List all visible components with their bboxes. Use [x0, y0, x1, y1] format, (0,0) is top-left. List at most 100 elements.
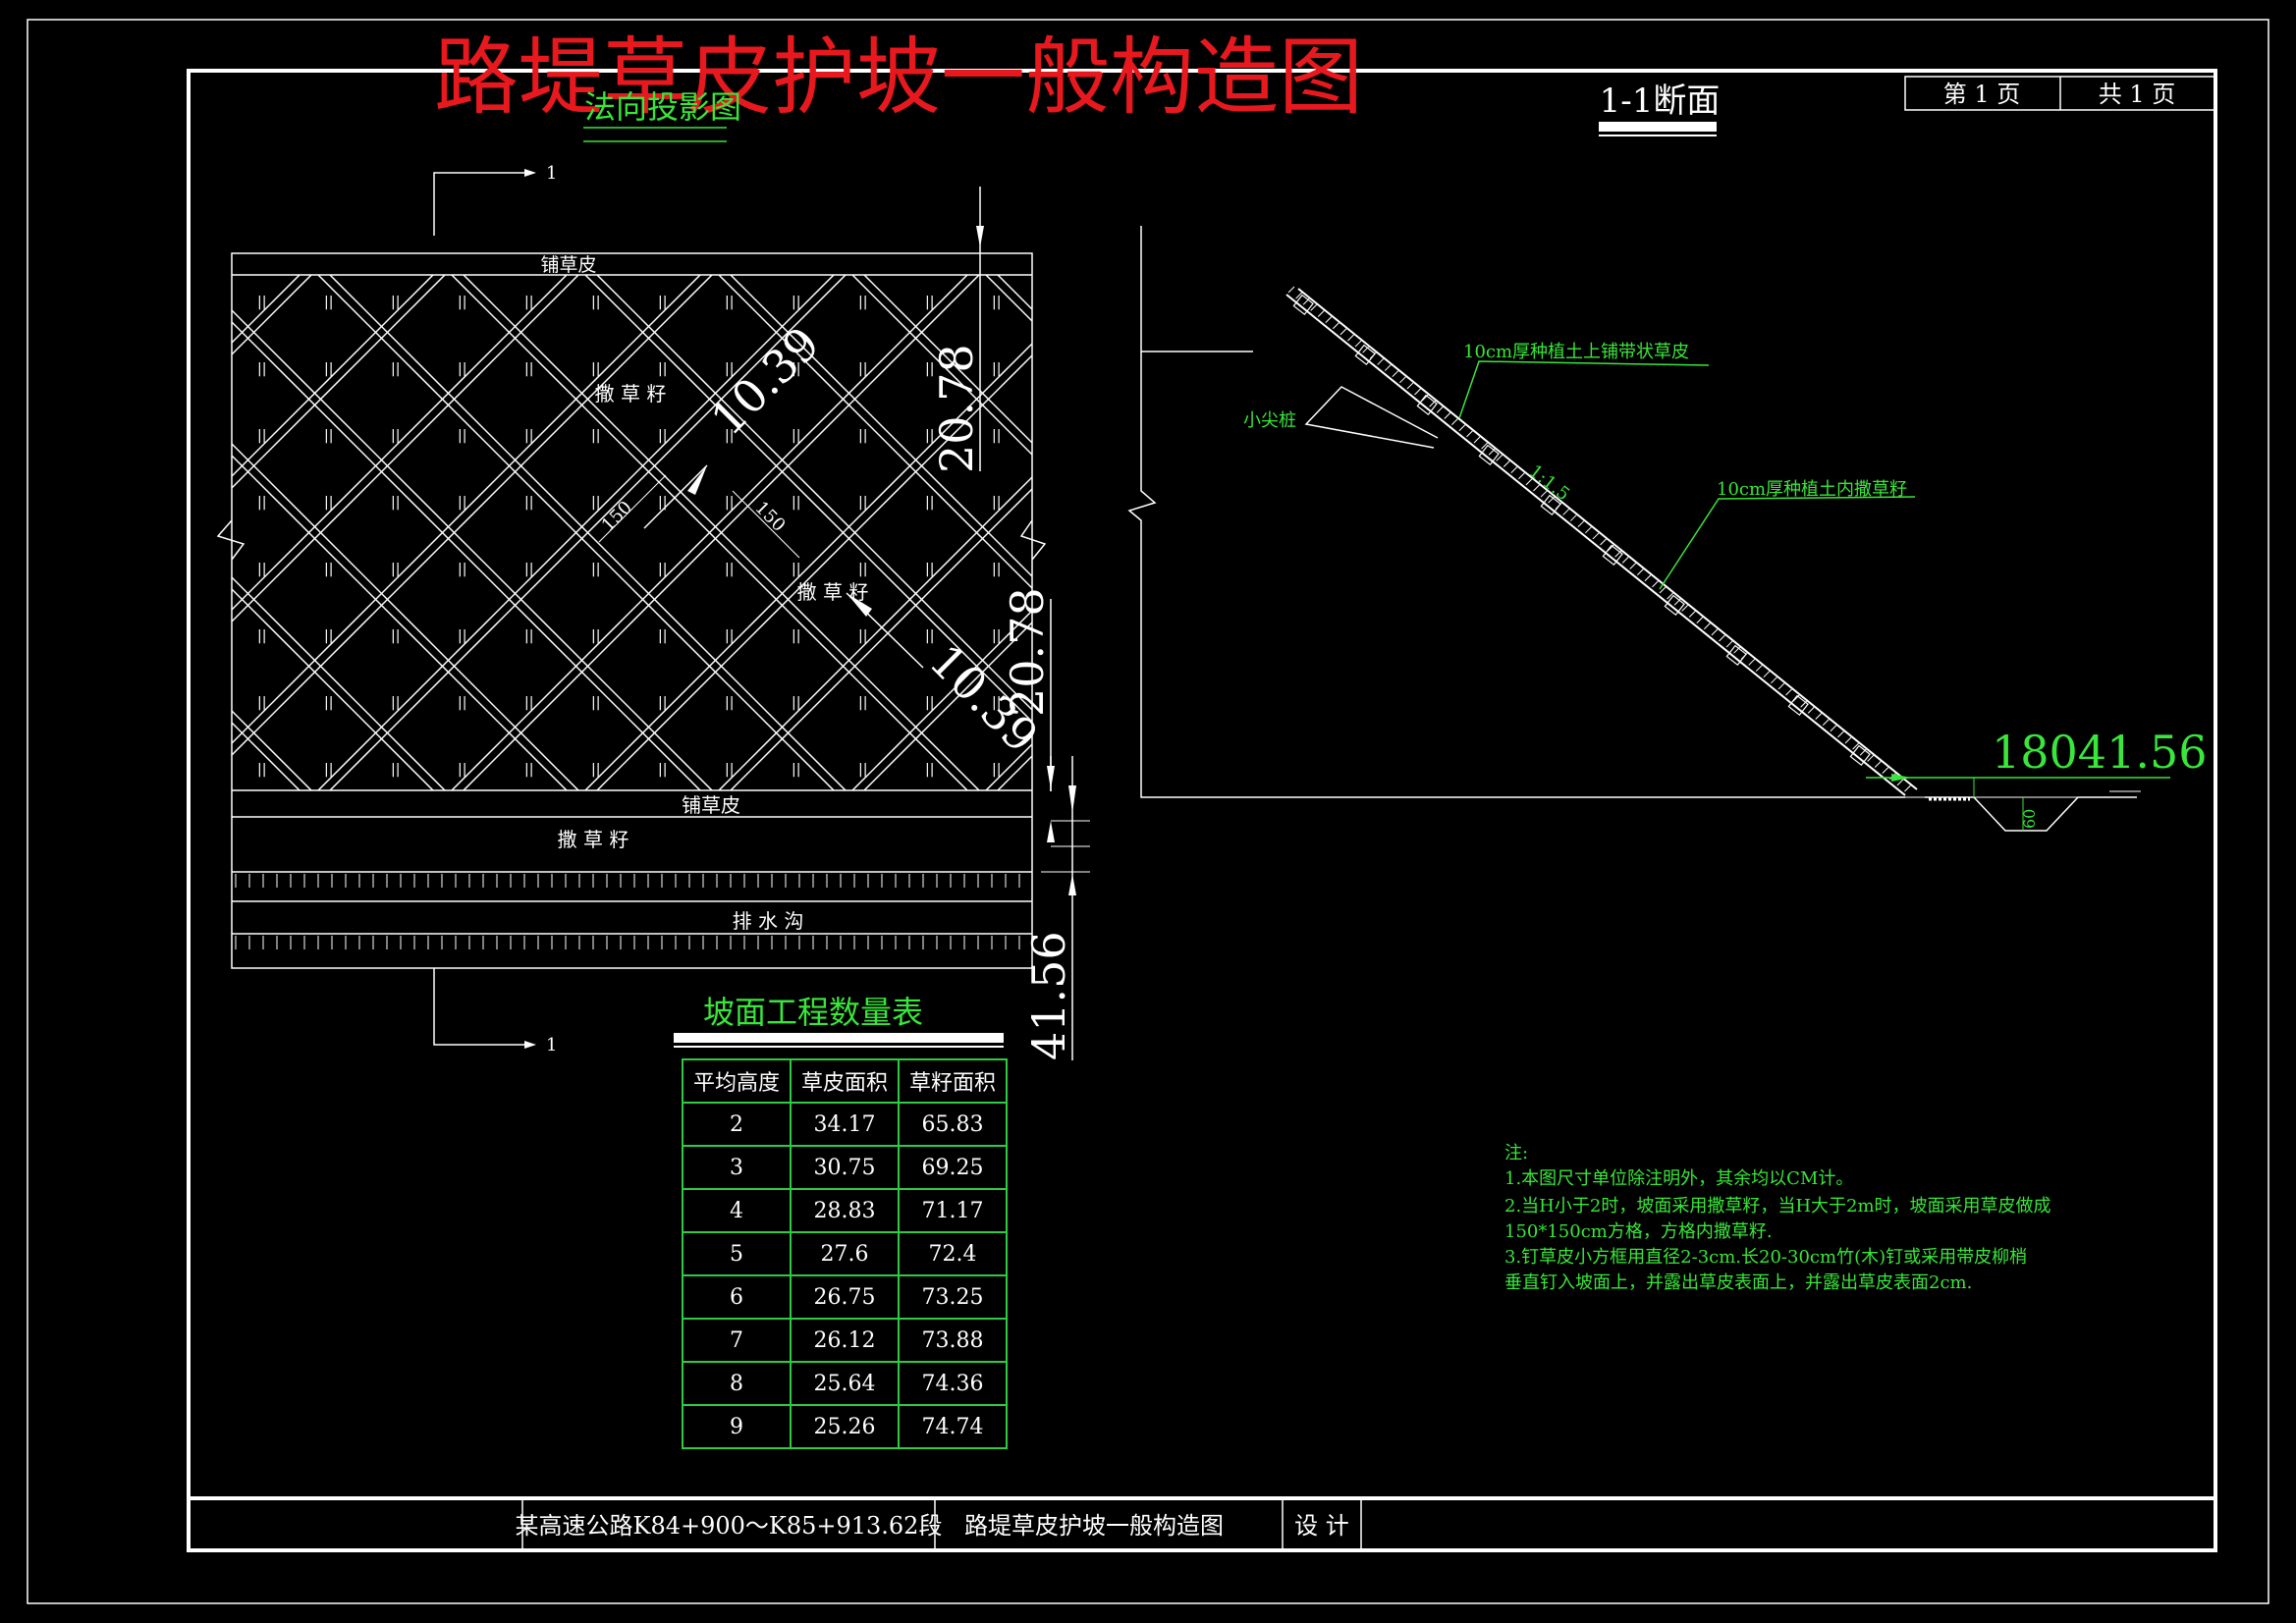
note-line-3: 150*150cm方格，方格内撒草籽.	[1504, 1221, 1773, 1242]
seed-mark: ||	[658, 628, 667, 644]
hatch-line	[1533, 484, 1540, 492]
outer-frame	[27, 19, 2269, 1604]
seed-mark: ||	[925, 361, 934, 377]
seed-mark: ||	[257, 695, 266, 711]
seed-mark: ||	[658, 428, 667, 444]
hatch-line	[1392, 370, 1399, 378]
hatch-line	[1562, 509, 1570, 515]
cell: 73.88	[898, 1318, 1008, 1363]
cell: 73.25	[898, 1274, 1008, 1320]
lattice-strip	[718, 475, 1032, 790]
hatch-line	[1473, 436, 1481, 444]
seed-mark: ||	[725, 762, 734, 778]
seed-mark: ||	[458, 762, 466, 778]
inner-frame	[187, 69, 2217, 1552]
seed-mark: ||	[458, 361, 466, 377]
seed-mark: ||	[524, 295, 533, 310]
lattice-strip	[317, 275, 835, 790]
lattice-strip	[1787, 275, 2296, 790]
stake	[1787, 694, 1809, 717]
hatch-line	[1652, 580, 1659, 588]
dim-bottom: 41.56	[1022, 931, 1075, 1060]
hatch-line	[1904, 784, 1911, 792]
cell: 72.4	[898, 1231, 1008, 1276]
hatch-line	[1384, 364, 1392, 371]
seed-mark: ||	[458, 428, 466, 444]
seed-mark: ||	[458, 495, 466, 511]
stake	[1664, 594, 1685, 617]
seed-mark: ||	[257, 562, 266, 577]
seed-mark: ||	[992, 295, 1001, 310]
cell: 27.6	[790, 1231, 900, 1276]
hatch-line	[1777, 682, 1785, 690]
seed-mark: ||	[324, 361, 333, 377]
seed-mark: ||	[391, 762, 400, 778]
design-label: 设 计	[1294, 1512, 1349, 1540]
cell: 2	[682, 1102, 792, 1147]
seed-mark: ||	[858, 695, 867, 711]
hatch-line	[1874, 761, 1882, 768]
hatch-line	[1466, 430, 1473, 438]
seed-mark: ||	[391, 495, 400, 511]
lattice-strip	[0, 275, 44, 790]
seed-mark: ||	[858, 495, 867, 511]
lattice-strip	[997, 275, 1032, 311]
seed-mark: ||	[257, 428, 266, 444]
hatch-line	[1399, 376, 1406, 384]
lattice-strip	[863, 621, 1032, 790]
lattice-strip	[232, 575, 446, 790]
cell: 74.36	[898, 1361, 1008, 1406]
note-line-5: 垂直钉入坡面上，并露出草皮表面上，并露出草皮表面2cm.	[1504, 1272, 1972, 1293]
seed-mark: ||	[391, 295, 400, 310]
seed-mark: ||	[524, 762, 533, 778]
note-line-1: 1.本图尺寸单位除注明外，其余均以CM计。	[1504, 1168, 1853, 1189]
slope-hatching	[1287, 286, 1911, 792]
seed-mark: ||	[725, 562, 734, 577]
cell: 26.12	[790, 1318, 900, 1363]
seed-mark: ||	[858, 628, 867, 644]
section-view: 1-1断面 60 10cm厚种植土上铺带状草皮 小尖桩 1:1.5 10cm厚种…	[1127, 81, 2208, 832]
seed-mark: ||	[524, 695, 533, 711]
seed-mark: ||	[591, 562, 600, 577]
lattice-strip	[851, 609, 1032, 790]
seed-mark: ||	[925, 628, 934, 644]
header-seed-area: 草籽面积	[898, 1058, 1008, 1104]
lattice-strip	[851, 275, 1032, 457]
header-sod-area: 草皮面积	[790, 1058, 900, 1104]
stakes	[1292, 294, 1871, 767]
lattice-strip	[1654, 275, 2169, 790]
label-ditch: 排 水 沟	[733, 909, 804, 933]
hatch-line	[1295, 292, 1302, 299]
seed-mark: ||	[792, 562, 800, 577]
cell: 8	[682, 1361, 792, 1406]
cell: 25.26	[790, 1404, 900, 1449]
seed-mark: ||	[792, 361, 800, 377]
seed-mark: ||	[658, 762, 667, 778]
seed-mark: ||	[792, 295, 800, 310]
seed-mark: ||	[658, 495, 667, 511]
hatch-line	[1333, 322, 1339, 330]
seed-mark: ||	[391, 628, 400, 644]
ruler-ticks-lower	[235, 936, 1020, 949]
section-dim: 18041.56	[1992, 726, 2208, 779]
seed-mark: ||	[391, 428, 400, 444]
hatch-line	[1503, 460, 1510, 467]
hatch-line	[1577, 520, 1585, 528]
dim-height-1: 20.78	[930, 344, 983, 473]
hatch-line	[1496, 455, 1503, 461]
cell: 74.74	[898, 1404, 1008, 1449]
lattice-strip	[1799, 275, 2296, 790]
dim-diag-1: 10.39	[701, 316, 830, 445]
seed-mark: ||	[324, 695, 333, 711]
hatch-line	[1748, 659, 1756, 666]
lattice-strip	[232, 275, 301, 345]
cell: 28.83	[790, 1188, 900, 1233]
hatch-line	[1600, 538, 1607, 546]
seed-mark: ||	[257, 495, 266, 511]
seed-mark: ||	[992, 695, 1001, 711]
title-block: 某高速公路K84+900～K85+913.62段 路堤草皮护坡一般构造图 设 计	[189, 1496, 2215, 1550]
hatch-line	[1771, 676, 1777, 684]
lattice-strip	[463, 275, 980, 790]
